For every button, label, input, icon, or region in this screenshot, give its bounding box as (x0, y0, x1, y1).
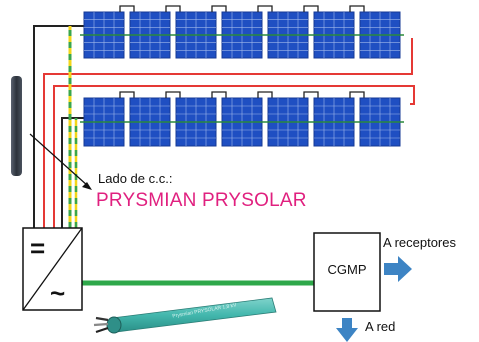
pointer-arrow (30, 134, 88, 186)
panel-interconnect (350, 92, 364, 98)
to-grid-label: A red (365, 319, 395, 334)
to-receptors-arrow-icon (384, 256, 412, 282)
inverter-dc-symbol: = (30, 233, 45, 263)
panel-interconnect (258, 92, 272, 98)
to-receptors-label: A receptores (383, 235, 456, 250)
to-grid-arrow-icon (336, 318, 358, 342)
panel-interconnect (304, 6, 318, 12)
panel-interconnect (212, 6, 226, 12)
panel-interconnect (350, 6, 364, 12)
probe-sensor-icon (11, 76, 22, 176)
panel-interconnect (258, 6, 272, 12)
panel-interconnect (120, 92, 134, 98)
product-name-label: PRYSMIAN PRYSOLAR (96, 190, 307, 212)
inverter-ac-symbol: ~ (50, 278, 65, 308)
dc-side-label: Lado de c.c.: (98, 171, 172, 186)
panel-interconnect (166, 92, 180, 98)
pv-panel-row-bottom (80, 92, 404, 146)
panel-interconnect (120, 6, 134, 12)
panel-interconnect (212, 92, 226, 98)
panel-interconnect (304, 92, 318, 98)
inverter: = ~ (23, 228, 82, 310)
pointer-arrowhead-icon (82, 182, 92, 190)
pv-panel-row-top (80, 6, 404, 58)
panel-interconnect (166, 6, 180, 12)
meter-label: CGMP (314, 262, 380, 277)
